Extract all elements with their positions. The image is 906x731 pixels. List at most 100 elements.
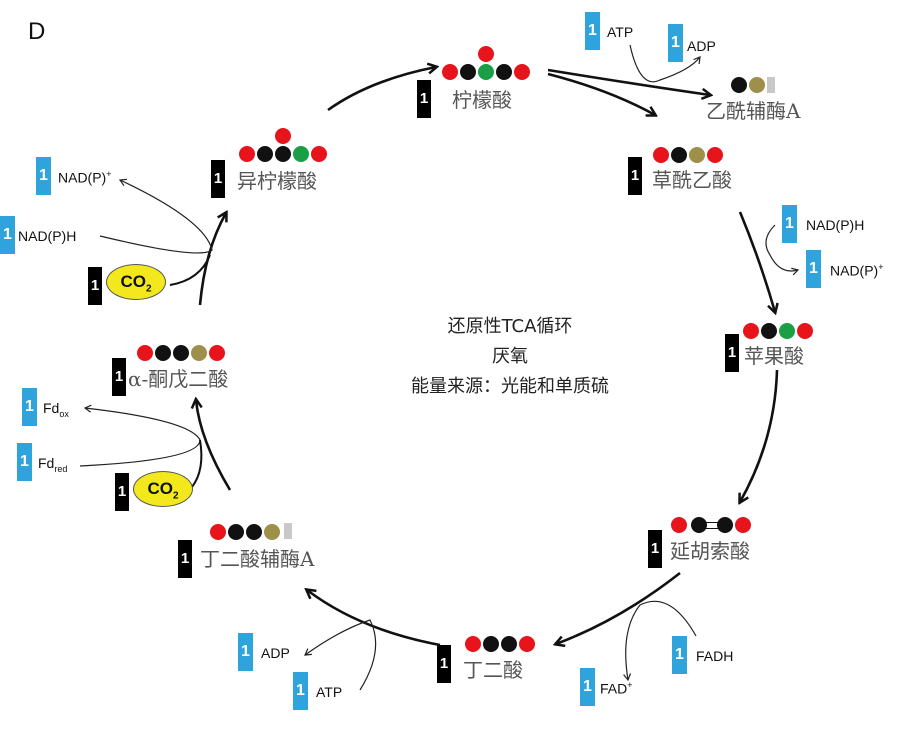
atom-red [275,128,291,144]
count-badge: 1 [782,205,797,243]
cofactor-label: ADP [687,38,716,54]
count-badge: 1 [293,672,308,710]
cofactor-text: Fd [43,400,60,416]
subscript: 2 [172,490,179,502]
cofactor-label: Fdox [43,400,69,419]
molecule-name: 异柠檬酸 [237,169,317,193]
count-badge: 1 [0,216,15,254]
coa-block [767,77,775,93]
atom-black [691,517,707,533]
molecule-name: 丁二酸辅酶A [200,547,315,571]
molecule-name: 草酰乙酸 [652,168,732,192]
atom-red [210,524,226,540]
atom-red [209,345,225,361]
subscript: ox [59,408,69,419]
cofactor-label: NAD(P)H [806,217,865,233]
cofactor-label: ATP [316,684,343,700]
count-badge: 1 [36,157,51,195]
count-badge: 1 [178,540,192,578]
subscript: red [54,463,68,474]
arrow-fumarate-to-succinate [556,571,681,644]
count-badge: 1 [725,334,739,372]
charge: + [106,169,112,179]
co2-text: CO [147,479,173,498]
subscript: 2 [145,283,152,295]
atom-red [797,323,813,339]
atom-olive [191,345,207,361]
arrow-nadph-left [99,178,213,254]
atom-black [501,636,517,652]
arrow-atp-adp-top [629,44,701,83]
atom-red [653,147,669,163]
atom-black [155,345,171,361]
atom-olive [689,147,705,163]
charge: + [878,262,884,272]
count-badge: 1 [17,443,32,481]
atom-green [293,146,309,162]
arrow-citrate-to-oxaloacetate [547,72,655,115]
count-badge: 1 [668,24,683,62]
cofactor-label: FADH [696,648,734,664]
molecule-name: 延胡索酸 [670,539,750,563]
atom-olive [749,77,765,93]
atom-black [228,524,244,540]
count-badge: 1 [22,388,37,426]
count-badge: 1 [585,12,600,50]
coa-block [284,523,292,539]
count-badge: 1 [672,636,687,674]
cofactor-label: NAD(P)+ [830,262,884,279]
arrow-oxaloacetate-to-malate [738,211,775,312]
atom-red [743,323,759,339]
atom-red [735,517,751,533]
cofactor-text: NAD(P) [830,262,879,279]
atom-black [761,323,777,339]
atom-red [707,147,723,163]
count-badge: 1 [580,668,595,706]
count-badge: 1 [112,358,126,396]
cofactor-label: NAD(P)+ [58,169,112,186]
co2-text: CO [120,272,146,291]
atom-red [478,46,494,62]
double-bond [705,522,719,529]
cofactor-label: Fdred [38,455,67,474]
cofactor-text: Fd [38,455,55,471]
panel-label: D [28,18,46,45]
arrow-malate-to-fumarate [740,369,779,502]
atom-black [275,146,291,162]
co2-ellipse: CO2 [133,471,193,507]
count-badge: 1 [115,473,129,511]
arrow-succinate-to-succinylcoa [307,590,441,647]
atom-olive [264,524,280,540]
arrow-co2-upper [169,254,211,286]
molecule-name: 丁二酸 [463,658,523,682]
count-badge: 1 [211,160,225,198]
arrow-atp-adp-bottom [304,619,377,691]
atom-green [478,64,494,80]
arrow-nadph-right [765,224,800,276]
molecule-name: 苹果酸 [744,344,804,368]
cofactor-text: NAD(P) [58,169,107,186]
atom-black [173,345,189,361]
count-badge: 1 [417,80,431,118]
cofactor-text: FAD [600,680,628,697]
cofactor-label: ADP [261,645,290,661]
arrow-isocitrate-to-citrate [327,67,436,112]
atom-black [671,147,687,163]
atom-black [257,146,273,162]
atom-black [496,64,512,80]
atom-black [483,636,499,652]
condition-label: 厌氧 [492,346,528,367]
count-badge: 1 [628,157,642,195]
atom-red [465,636,481,652]
cofactor-label: NAD(P)H [18,228,77,244]
count-badge: 1 [648,530,662,568]
atom-black [731,77,747,93]
cofactor-label: FAD+ [600,680,633,697]
atom-red [442,64,458,80]
atom-red [671,517,687,533]
count-badge: 1 [88,267,102,305]
count-badge: 1 [806,250,821,288]
arrow-citrate-to-acetylcoa [547,68,710,95]
atom-red [137,345,153,361]
